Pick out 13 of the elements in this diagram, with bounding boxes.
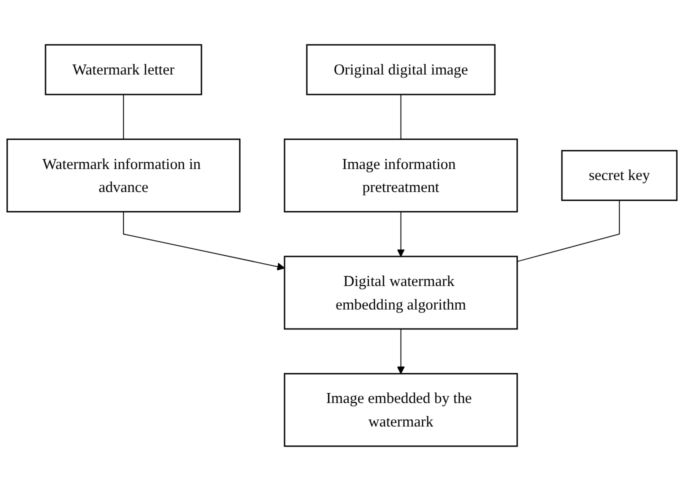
arrow (396, 211, 405, 257)
node-box: Digital watermark embedding algorithm (284, 256, 518, 330)
arrow (123, 211, 285, 270)
node-box: Image information pretreatment (284, 138, 518, 212)
node-box: Watermark letter (44, 44, 202, 96)
node-box: Original digital image (306, 44, 496, 96)
node-box: Image embedded by the watermark (284, 373, 518, 447)
node-box: secret key (561, 150, 678, 201)
arrow (396, 328, 405, 374)
connector (516, 200, 620, 262)
connector (400, 94, 402, 140)
connector (123, 94, 124, 140)
node-box: Watermark information in advance (6, 138, 240, 212)
